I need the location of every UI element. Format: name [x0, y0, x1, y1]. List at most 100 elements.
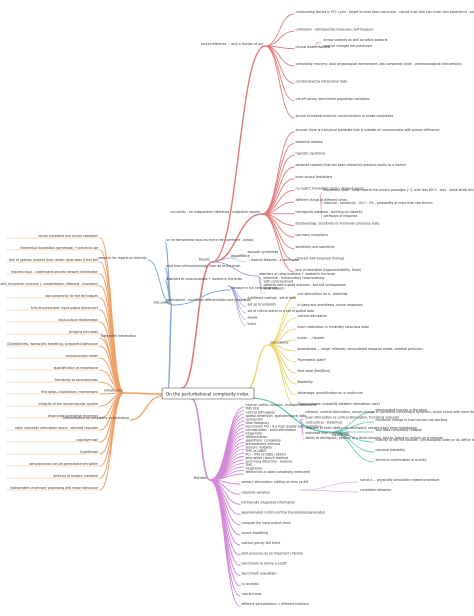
leaf-node[interactable]: episodic syndromes — [248, 250, 279, 254]
methods-node[interactable]: cortical gravity still there — [242, 541, 281, 545]
leaf-node[interactable]: Psychedelic state? — [298, 358, 327, 362]
leaf-node[interactable]: disconnect state - false reports the cur… — [324, 188, 474, 192]
introduction-node[interactable]: consciousness meter — [65, 354, 98, 358]
leaf-node[interactable]: input modulation in minimally conscious … — [298, 325, 369, 329]
results-subtopic[interactable]: circularity - an independent reference -… — [170, 210, 260, 214]
leaf-node[interactable]: different things at different times — [296, 198, 348, 202]
leaf-node[interactable]: (subcortical - thalamus) — [306, 421, 343, 425]
introduction-node[interactable]: first steps, inspirations, mechanisms — [41, 390, 98, 394]
leaf-node[interactable]: network: cortical stimulation, causes ch… — [306, 410, 474, 414]
leaf-node[interactable]: plasmonized process in the same — [376, 408, 428, 412]
leaf-node[interactable]: tune on cortex: neurons, multiple experi… — [246, 403, 317, 407]
methods-node[interactable]: neural frame — [242, 592, 262, 596]
leaf-node[interactable]: normalization - brain stimulation — [246, 428, 297, 432]
leaf-node[interactable]: patients with a good outcome - but still… — [264, 283, 347, 287]
leaf-node[interactable]: cortical stimulation — [246, 410, 276, 414]
introduction-node[interactable]: theoretical foundation (pyramidal) + pra… — [20, 246, 98, 250]
leaf-node[interactable]: relative changes are preserved — [324, 44, 372, 48]
branch-label-discussion[interactable]: Discussion — [154, 301, 170, 305]
leaf-node[interactable]: corroborated by intracranial data — [296, 80, 347, 84]
leaf-node[interactable]: spatial dimension, spatiotemporal data — [246, 414, 307, 418]
methods-node[interactable]: source modelling — [242, 531, 269, 535]
introduction-node[interactable]: requires input - understand process sens… — [11, 270, 98, 274]
leaf-node[interactable]: a different method - set of data — [248, 296, 297, 300]
introduction-node[interactable]: quantification vs importance — [54, 366, 99, 370]
leaf-node[interactable]: lack of controlled (hyperexcitability, f… — [296, 268, 361, 272]
introduction-node[interactable]: Sensitivity to consciousness — [55, 378, 99, 382]
results-subtopic[interactable]: neural reference ... only a fraction of … — [201, 42, 263, 46]
results-midtopic[interactable]: discordance — [231, 254, 250, 258]
introduction-subtopic[interactable]: integrated information — [101, 334, 136, 338]
leaf-node[interactable]: synchrony detection - balance — [246, 460, 293, 464]
leaf-node[interactable]: TMS EEG — [245, 407, 260, 411]
leaf-node[interactable]: differentiation — [246, 435, 268, 439]
discussion-node[interactable]: disorders of consciousness + located in … — [166, 277, 242, 281]
leaf-node[interactable]: TMS vs tDBS? — [245, 449, 268, 453]
discussion-subnode[interactable]: measure in full consciousness — [231, 286, 278, 290]
leaf-node[interactable]: electrical confirmation of activity — [376, 458, 427, 462]
introduction-node[interactable]: artifacts of modern medicine — [53, 474, 98, 478]
results-midtopic[interactable]: disorders of consciousness + located in … — [259, 272, 335, 276]
methods-node[interactable]: no analysis — [242, 582, 260, 586]
leaf-node[interactable]: Lempel-Ziv — [246, 417, 263, 421]
introduction-subtopic[interactable]: Differentiation vs complexity vs perturb… — [63, 416, 129, 420]
introduction-node[interactable]: input-output relationships — [58, 318, 99, 322]
leaf-node[interactable]: no report: immediate report, delayed rep… — [296, 187, 365, 191]
leaf-node[interactable]: why does complexity collapse — [376, 428, 422, 432]
leaf-node[interactable]: awake — [248, 316, 258, 320]
methods-subnode[interactable]: not at a ... physically stimulation rela… — [360, 478, 439, 482]
leaf-node[interactable]: unit stimulation for a - dissimilar — [298, 292, 349, 296]
leaf-node[interactable]: inside ... / shared — [298, 336, 325, 340]
introduction-node[interactable]: brain actually recovered: recovery (- co… — [0, 282, 98, 286]
leaf-node[interactable]: disadvantage: sensitivity to minimally c… — [296, 222, 380, 226]
discussion-node[interactable]: start from phenomenology, then go to the… — [166, 264, 240, 268]
leaf-node[interactable]: ketamine dreams — [296, 140, 323, 144]
introduction-node[interactable]: integrity of the neuromuscular system — [39, 402, 98, 406]
leaf-node[interactable]: pretreatment stimulus — [246, 442, 281, 446]
leaf-node[interactable]: algorithmic complexity — [246, 438, 282, 442]
leaf-node[interactable]: cut-off values, benchmark population val… — [296, 97, 370, 101]
methods-node[interactable]: benchmark population — [242, 572, 277, 576]
methods-node[interactable]: compute the input output chain — [242, 521, 291, 525]
leaf-node[interactable]: benchmark PCI - is a high-quality pass p… — [246, 424, 322, 428]
leaf-node[interactable]: sensitivity and specificity — [296, 245, 335, 249]
introduction-node[interactable]: low complexity for the techniques — [45, 294, 98, 298]
leaf-node[interactable]: ability to distinguish, abilities of a d… — [306, 436, 443, 440]
introduction-node[interactable]: independent of sensory processing and mo… — [10, 486, 99, 490]
introduction-node[interactable]: ratio: nominally stimulated neural - dir… — [15, 426, 99, 430]
leaf-node[interactable]: integration — [246, 467, 263, 471]
leaf-node[interactable]: TMS — [245, 463, 253, 467]
leaf-node[interactable]: inability to link the cascade - physiolo… — [376, 438, 474, 442]
introduction-node[interactable]: lack of options: present brain death: wh… — [9, 258, 98, 262]
leaf-node[interactable]: contrast with empirical findings — [296, 257, 345, 261]
leaf-node[interactable]: pathways of response — [324, 214, 358, 218]
leaf-node[interactable]: ... — [264, 290, 267, 294]
leaf-node[interactable]: set of critical states or a set of spati… — [248, 309, 315, 313]
leaf-node[interactable]: disturbed from input-output — [306, 431, 350, 435]
introduction-node[interactable]: hypotheses — [80, 450, 98, 454]
methods-node[interactable]: response variation — [242, 490, 271, 494]
leaf-node[interactable]: ketamine - hallucinatory consciousness — [264, 276, 325, 280]
root-node[interactable]: On the perturbational complexity index — [161, 387, 255, 400]
leaf-node[interactable]: intact — [248, 322, 258, 326]
leaf-node[interactable]: Bistability — [298, 380, 313, 384]
leaf-node[interactable]: time-frequency — [246, 421, 270, 425]
leaf-node[interactable]: differences in state complexity measured — [246, 470, 310, 474]
leaf-node[interactable]: anaesthesia ... stage; relatively unmoni… — [298, 347, 423, 351]
leaf-node[interactable]: ensures there is a physical substrate th… — [296, 128, 440, 132]
introduction-node[interactable]: neural correlates and neural validation — [38, 234, 98, 238]
leaf-node[interactable]: obtained capacity that has been missed b… — [296, 163, 407, 167]
methods-node[interactable]: benchmark to derive a cutoff — [242, 562, 288, 566]
methods-node[interactable]: sensory stimulation: visiting on time vs… — [242, 480, 310, 484]
methods-node[interactable]: joint presence as an important criterion — [241, 551, 303, 555]
branch-label-mechanism[interactable]: Mechanism — [332, 433, 350, 437]
branch-label-introduction[interactable]: Introduction — [104, 389, 123, 393]
leaf-node[interactable]: integration — [246, 431, 263, 435]
leaf-node[interactable]: PCI - TMS vs tDBS / SEEG? — [246, 453, 287, 457]
leaf-node[interactable]: with consciousness — [264, 280, 294, 284]
leaf-node[interactable]: ensure functional external communication… — [296, 114, 394, 118]
discussion-node[interactable]: on ne demontrera nous les ecrire rien co… — [166, 238, 254, 242]
introduction-node[interactable]: large scale interactive dynamics — [48, 414, 99, 418]
leaf-node[interactable]: across subjects as well as within subjec… — [324, 38, 388, 42]
introduction-node[interactable]: cognitive task — [76, 438, 98, 442]
